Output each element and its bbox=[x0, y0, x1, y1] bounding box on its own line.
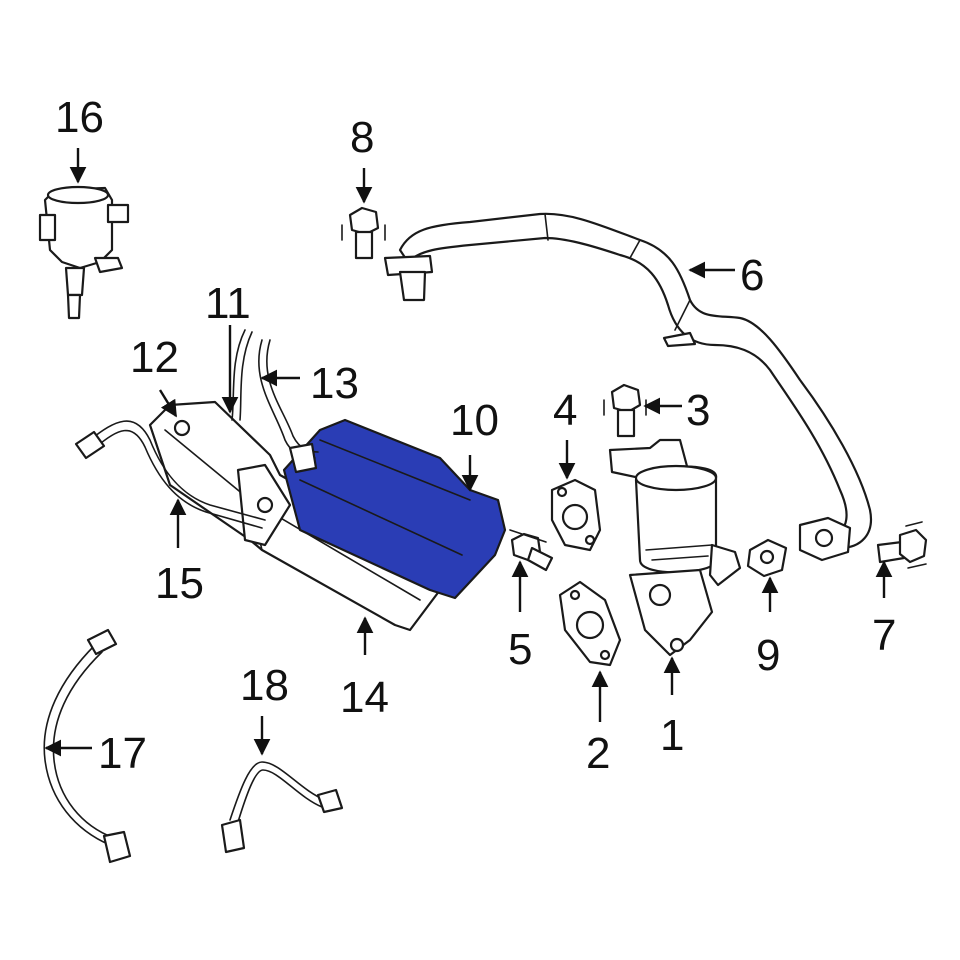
callout-15: 15 bbox=[155, 559, 204, 608]
part-3-bolt[interactable] bbox=[603, 383, 647, 438]
part-9-gasket[interactable] bbox=[746, 538, 788, 578]
callout-2: 2 bbox=[586, 729, 610, 778]
callout-1: 1 bbox=[660, 711, 684, 760]
callout-7: 7 bbox=[872, 611, 896, 660]
part-1-egr-valve[interactable] bbox=[608, 438, 742, 657]
part-8-bolt[interactable] bbox=[341, 206, 386, 260]
part-10-heat-shield[interactable] bbox=[282, 418, 507, 600]
callout-8: 8 bbox=[350, 113, 374, 162]
part-13-hose[interactable] bbox=[258, 339, 319, 474]
part-16-purge-solenoid[interactable] bbox=[38, 185, 130, 320]
callout-13: 13 bbox=[310, 359, 359, 408]
part-18-oxygen-sensor[interactable] bbox=[220, 761, 344, 854]
callout-10: 10 bbox=[450, 396, 499, 445]
part-7-bolt[interactable] bbox=[876, 521, 928, 569]
callout-labels: 16 8 6 3 4 10 11 12 13 15 14 5 2 1 9 7 1… bbox=[55, 93, 896, 778]
callout-11: 11 bbox=[205, 279, 251, 328]
part-6-egr-tube[interactable] bbox=[383, 212, 873, 562]
part-17-harness[interactable] bbox=[43, 628, 132, 864]
part-15-hose[interactable] bbox=[74, 420, 266, 529]
callout-17: 17 bbox=[98, 729, 147, 778]
leader-lines bbox=[44, 148, 893, 757]
part-4-gasket[interactable] bbox=[550, 478, 602, 552]
part-11-hose[interactable] bbox=[231, 329, 253, 421]
callout-18: 18 bbox=[240, 661, 289, 710]
callout-6: 6 bbox=[740, 251, 764, 300]
part-5-stud-nut[interactable] bbox=[509, 529, 554, 572]
callout-3: 3 bbox=[686, 386, 710, 435]
callout-4: 4 bbox=[553, 386, 577, 435]
callout-9: 9 bbox=[756, 631, 780, 680]
callout-5: 5 bbox=[508, 625, 532, 674]
callout-14: 14 bbox=[340, 673, 389, 722]
callout-16: 16 bbox=[55, 93, 104, 142]
part-2-gasket[interactable] bbox=[558, 580, 622, 667]
callout-12: 12 bbox=[130, 333, 179, 382]
